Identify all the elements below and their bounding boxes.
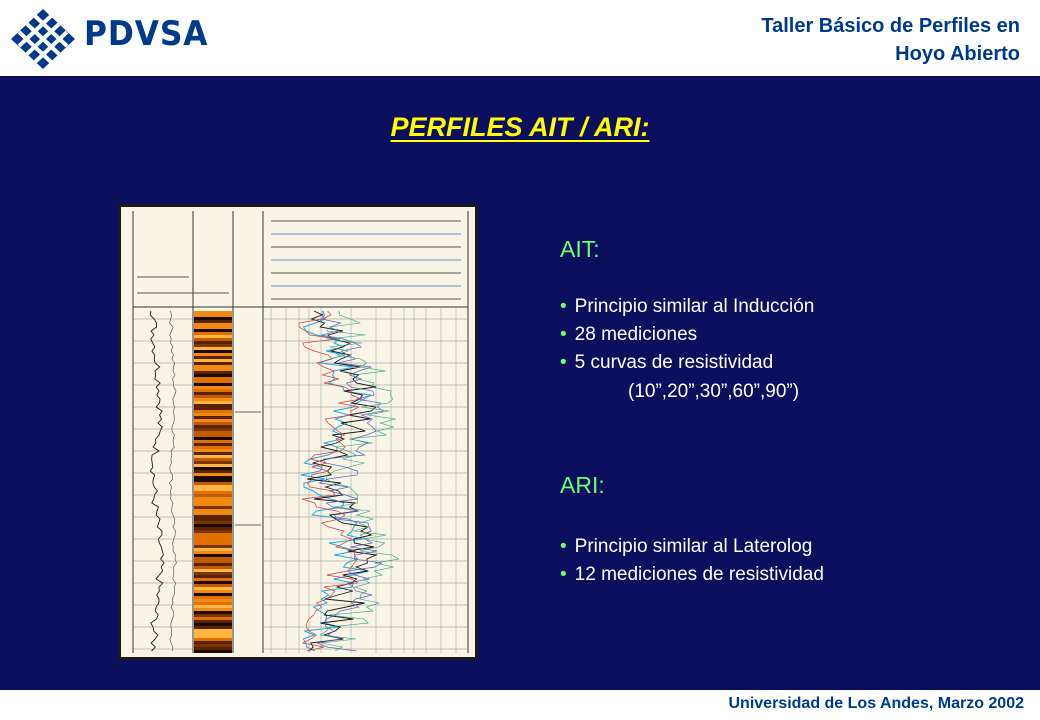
course-title: Taller Básico de Perfiles en Hoyo Abiert… [761,12,1020,68]
brand-name: PDVSA [84,14,209,54]
bullet-dot: • [560,536,567,557]
ait-bullet-2-text: 28 mediciones [574,324,698,345]
well-log-image [118,204,478,660]
bullet-dot: • [560,296,567,317]
slide-header: PDVSA Taller Básico de Perfiles en Hoyo … [0,0,1040,76]
bullet-dot: • [560,352,567,373]
ari-bullet-1: • Principio similar al Laterolog [560,536,812,558]
ait-bullet-1: • Principio similar al Inducción [560,296,814,318]
ait-bullet-3-text: 5 curvas de resistividad [574,352,774,373]
ari-bullet-1-text: Principio similar al Laterolog [574,536,813,557]
ari-bullet-2: • 12 mediciones de resistividad [560,564,824,586]
slide-title: PERFILES AIT / ARI: [390,112,650,142]
pdvsa-diamond-logo-icon [11,9,75,69]
course-title-line2: Hoyo Abierto [895,43,1020,65]
well-log-image-icon [132,211,469,653]
ari-heading: ARI: [560,472,605,498]
ait-bullet-1-text: Principio similar al Inducción [574,296,815,317]
slide-footer: Universidad de Los Andes, Marzo 2002 [0,690,1040,720]
bullet-dot: • [560,564,567,585]
ari-bullet-2-text: 12 mediciones de resistividad [574,564,824,585]
ait-heading: AIT: [560,236,600,262]
slide-body: PERFILES AIT / ARI: AIT: • Principio simi… [0,76,1040,690]
course-title-line1: Taller Básico de Perfiles en [761,15,1020,37]
ait-curve-depths: (10”,20”,30”,60”,90”) [628,381,800,402]
ait-bullet-2: • 28 mediciones [560,324,697,346]
footer-text: Universidad de Los Andes, Marzo 2002 [728,695,1025,712]
ait-bullet-3: • 5 curvas de resistividad [560,352,773,374]
bullet-dot: • [560,324,567,345]
